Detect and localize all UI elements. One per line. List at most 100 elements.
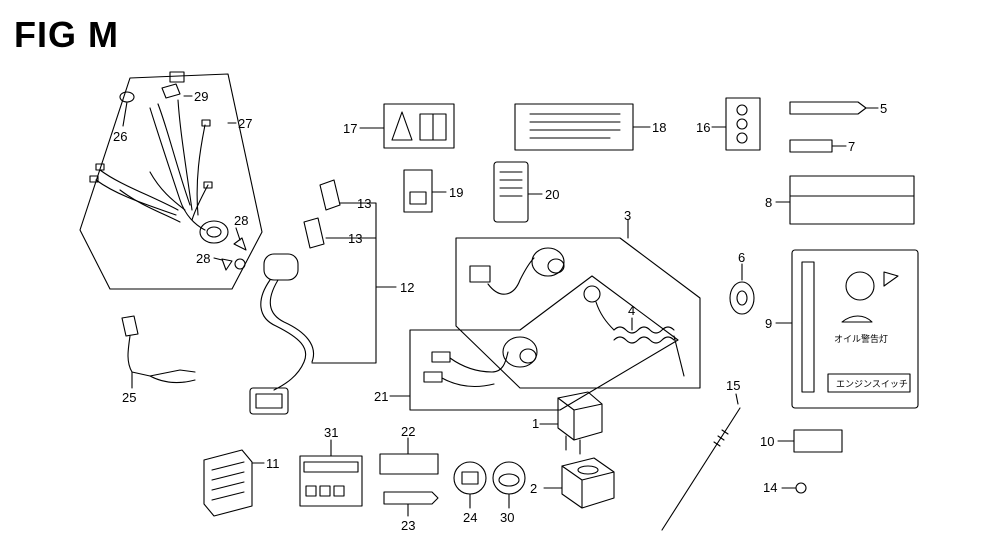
part-9-strip — [801, 261, 815, 393]
harness-wire-6 — [95, 179, 177, 216]
part-19-decal — [403, 169, 433, 213]
part-28b-ring — [234, 258, 246, 270]
harness-wire-4 — [196, 124, 206, 216]
part-20-decal — [493, 161, 529, 223]
part-23-decal — [383, 491, 439, 505]
part-28b-screw — [221, 258, 233, 271]
part-16-icon-1 — [736, 104, 748, 116]
callout-27: 27 — [238, 116, 252, 131]
part-24-emblem — [453, 461, 487, 495]
callout-9: 9 — [765, 316, 772, 331]
callout-3: 3 — [624, 208, 631, 223]
harness-switch-core — [206, 226, 222, 238]
part-21-switch-face — [519, 348, 537, 364]
part-3-wire — [487, 257, 535, 295]
callout-1: 1 — [532, 416, 539, 431]
group-27-outline — [79, 73, 263, 290]
callout-23: 23 — [401, 518, 415, 533]
callout-22: 22 — [401, 424, 415, 439]
part-21-switch — [502, 336, 538, 368]
part-18-decal — [514, 103, 634, 151]
part-12-cable-b — [269, 279, 314, 363]
callout-14: 14 — [763, 480, 777, 495]
part-12-plug — [249, 387, 289, 415]
part-25-switch — [121, 315, 139, 337]
part-2-cover — [561, 457, 615, 509]
callout-18: 18 — [652, 120, 666, 135]
part-31-decal — [299, 455, 363, 507]
part-6-grommet — [729, 281, 755, 315]
harness-terminal-2 — [89, 175, 99, 183]
part-30-emblem — [492, 461, 526, 495]
callout-26: 26 — [113, 129, 127, 144]
harness-terminal-3 — [201, 119, 211, 127]
part-26-grommet — [119, 91, 135, 103]
callout-20: 20 — [545, 187, 559, 202]
part-5-decal — [789, 101, 867, 115]
callout-4: 4 — [628, 303, 635, 318]
part-22-decal — [379, 453, 439, 475]
callout-31: 31 — [324, 425, 338, 440]
part-29-connector — [169, 71, 185, 83]
part-3-switch — [531, 247, 565, 277]
callout-28-upper: 28 — [234, 213, 248, 228]
part-21-connector-a — [431, 351, 451, 363]
callout-28-lower: 28 — [196, 251, 210, 266]
callout-8: 8 — [765, 195, 772, 210]
leader-28a — [235, 227, 241, 241]
harness-switch-body — [199, 220, 229, 244]
callout-7: 7 — [848, 139, 855, 154]
part-11-ribs — [211, 461, 245, 501]
harness-wire-3 — [177, 99, 193, 211]
harness-wire-9 — [191, 184, 209, 221]
harness-wire-2 — [157, 103, 191, 206]
leader-28b — [213, 257, 223, 261]
part-12-plug-inner — [255, 393, 283, 409]
callout-25: 25 — [122, 390, 136, 405]
part-4-coil-b — [613, 336, 675, 344]
part-31-header — [303, 461, 359, 473]
harness-wire-8 — [149, 171, 186, 211]
part-9-oil-icon — [841, 315, 873, 323]
part-4-tail — [673, 335, 685, 377]
part-6-grommet-hole — [736, 290, 748, 306]
part-10-decal — [793, 429, 843, 453]
part-25-wire-b — [149, 375, 196, 384]
part-12-cable — [260, 279, 307, 391]
part-17-decal — [383, 103, 455, 149]
part-16-decal — [725, 97, 761, 151]
part-12-boot — [263, 253, 299, 281]
part-29-connector-b — [161, 83, 181, 99]
part-7-decal — [789, 139, 833, 153]
part-2-cover-edges — [561, 465, 615, 509]
part-31-icon-2 — [319, 485, 331, 497]
callout-6: 6 — [738, 250, 745, 265]
harness-wire-1 — [149, 107, 206, 231]
harness-wire-5 — [99, 169, 179, 211]
callout-21: 21 — [374, 389, 388, 404]
part-30-emblem-mark — [498, 473, 520, 487]
callout-11: 11 — [266, 456, 280, 471]
bracket-12-13 — [311, 202, 377, 364]
part-21-wire-b — [441, 377, 495, 388]
part-3-connector — [469, 265, 491, 283]
part-17-warning-triangle — [391, 111, 413, 141]
callout-15: 15 — [726, 378, 740, 393]
leader-26 — [122, 101, 128, 127]
part-21-connector-b — [423, 371, 443, 383]
part-1-relay — [557, 391, 603, 441]
callout-10: 10 — [760, 434, 774, 449]
part-11-cover — [203, 449, 253, 517]
harness-wire-7 — [119, 189, 181, 223]
callout-29: 29 — [194, 89, 208, 104]
part-15-rod — [661, 407, 741, 531]
harness-terminal-1 — [95, 163, 105, 171]
part-16-icon-3 — [736, 132, 748, 144]
part-1-relay-edges — [557, 397, 603, 441]
part-9-flag-icon — [883, 271, 899, 287]
decal-9-oil-alert-text: オイル警告灯 — [834, 333, 888, 345]
part-2-opening — [577, 465, 599, 475]
harness-terminal-4 — [203, 181, 213, 189]
part-4-ring-terminal — [583, 285, 601, 303]
